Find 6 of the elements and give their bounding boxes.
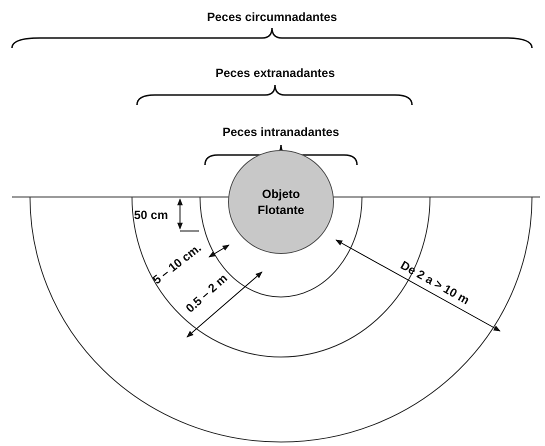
zone-title: Peces extranadantes — [216, 66, 335, 80]
zone-title: Peces intranadantes — [222, 125, 340, 139]
dimension-label: De 2 a > 10 m — [398, 258, 472, 308]
zone-title: Peces circumnadantes — [207, 10, 338, 24]
floating-object-circle: Objeto Flotante — [228, 150, 334, 254]
dimension-label: 50 cm — [134, 208, 168, 222]
